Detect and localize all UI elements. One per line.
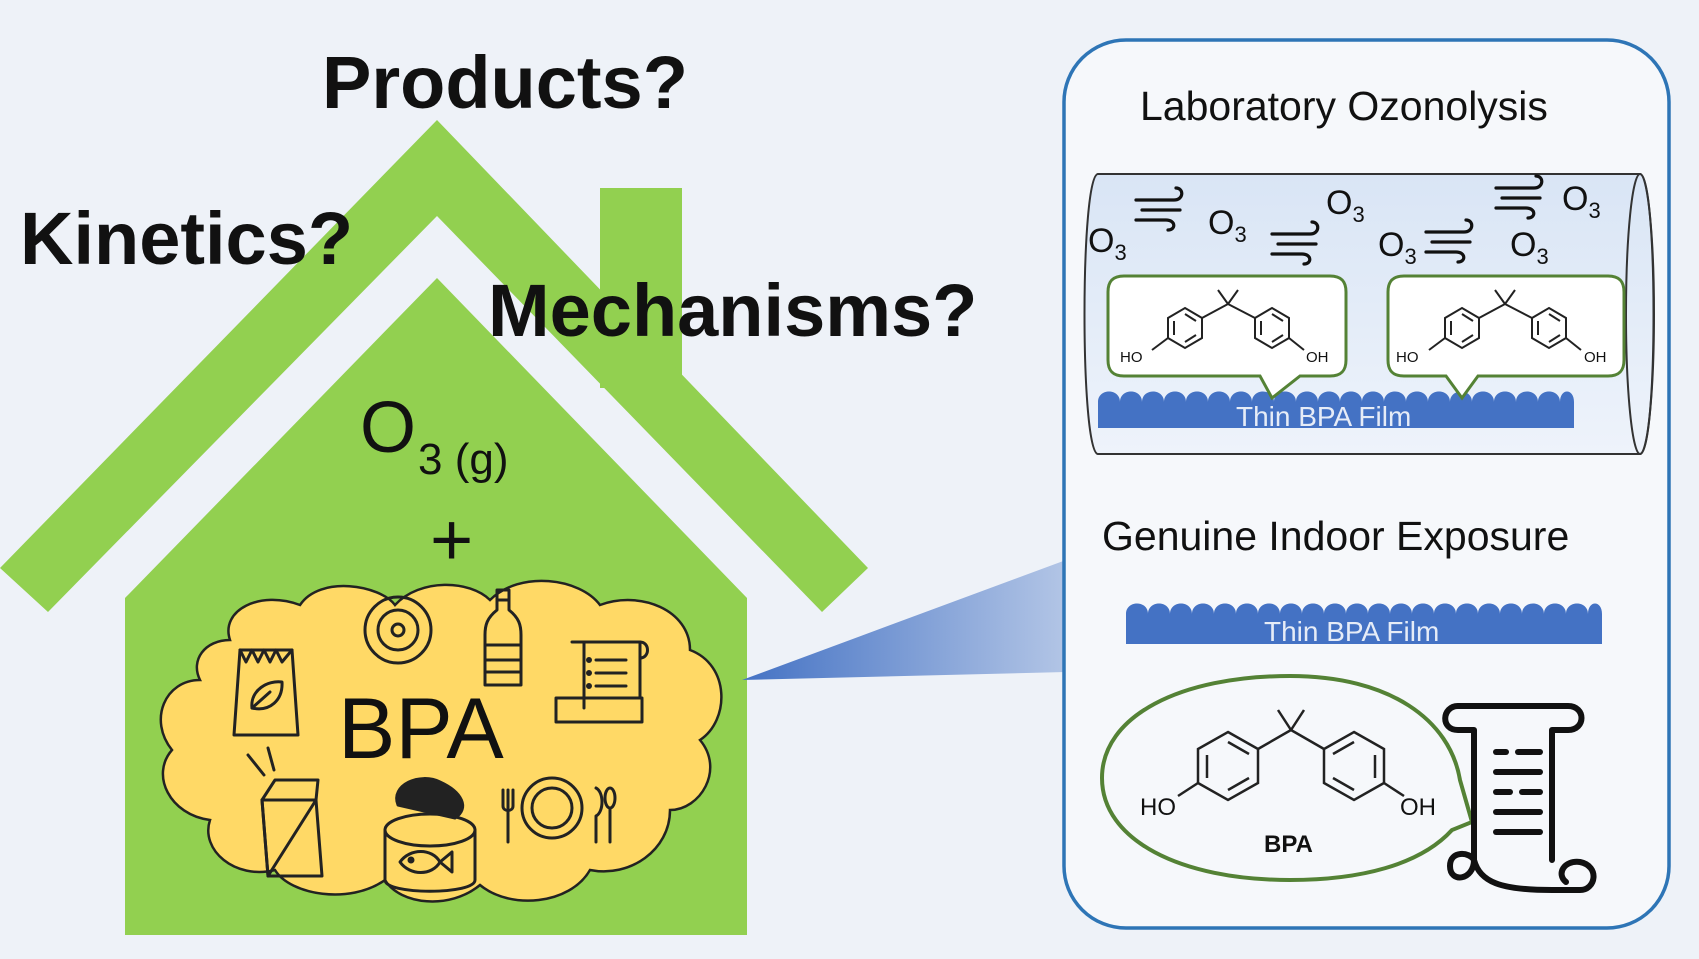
ozone-gas-label: O3 (g) xyxy=(360,388,509,484)
molecule-bubble-left: HO OH xyxy=(1106,274,1348,401)
mechanisms-question: Mechanisms? xyxy=(488,269,977,352)
hydroxyl-label: OH xyxy=(1306,349,1329,366)
wind-icon xyxy=(1424,218,1474,264)
bpa-structure-bubble: HO OH BPA xyxy=(1099,673,1475,883)
hydroxyl-label: HO xyxy=(1140,794,1176,821)
svg-text:O3: O3 xyxy=(1088,222,1127,265)
thin-film-label: Thin BPA Film xyxy=(1264,616,1439,647)
molecule-bubble-right: HO OH xyxy=(1386,274,1626,401)
bpa-label: BPA xyxy=(338,681,504,777)
svg-text:O3: O3 xyxy=(1510,226,1549,269)
hydroxyl-label: HO xyxy=(1396,349,1419,366)
takeout-box-icon xyxy=(246,746,324,878)
bpa-structure-name: BPA xyxy=(1264,831,1313,858)
wind-icon xyxy=(1134,186,1184,232)
products-question: Products? xyxy=(322,41,688,124)
scroll-icon xyxy=(1442,703,1597,893)
svg-text:O3: O3 xyxy=(1326,184,1365,227)
svg-text:O3: O3 xyxy=(1208,204,1247,247)
plus-sign: + xyxy=(430,498,473,581)
wind-icon xyxy=(1494,174,1544,220)
house-roof xyxy=(0,120,868,612)
cd-icon xyxy=(363,595,433,665)
thin-bpa-film-indoor: Thin BPA Film xyxy=(1126,603,1602,647)
thin-film-label: Thin BPA Film xyxy=(1236,401,1411,432)
svg-text:O3: O3 xyxy=(1378,226,1417,269)
plate-cutlery-icon xyxy=(501,776,617,844)
thin-bpa-film-lab: Thin BPA Film xyxy=(1098,391,1574,432)
indoor-exposure-title: Genuine Indoor Exposure xyxy=(1102,513,1569,559)
kinetics-question: Kinetics? xyxy=(20,197,353,280)
fish-can-icon xyxy=(383,777,477,893)
svg-text:O3: O3 xyxy=(1562,180,1601,223)
hydroxyl-label: OH xyxy=(1584,349,1607,366)
hydroxyl-label: OH xyxy=(1400,794,1436,821)
lab-ozonolysis-title: Laboratory Ozonolysis xyxy=(1140,83,1548,129)
hydroxyl-label: HO xyxy=(1120,349,1143,366)
receipt-icon xyxy=(554,640,649,724)
ozone-molecules: O3 O3 O3 O3 O3 O3 xyxy=(1088,180,1601,269)
seed-bag-icon xyxy=(232,648,300,737)
wind-icon xyxy=(1270,220,1320,266)
zoom-beam xyxy=(742,560,1066,680)
bottle-icon xyxy=(483,588,523,687)
flow-tube xyxy=(1083,173,1655,455)
